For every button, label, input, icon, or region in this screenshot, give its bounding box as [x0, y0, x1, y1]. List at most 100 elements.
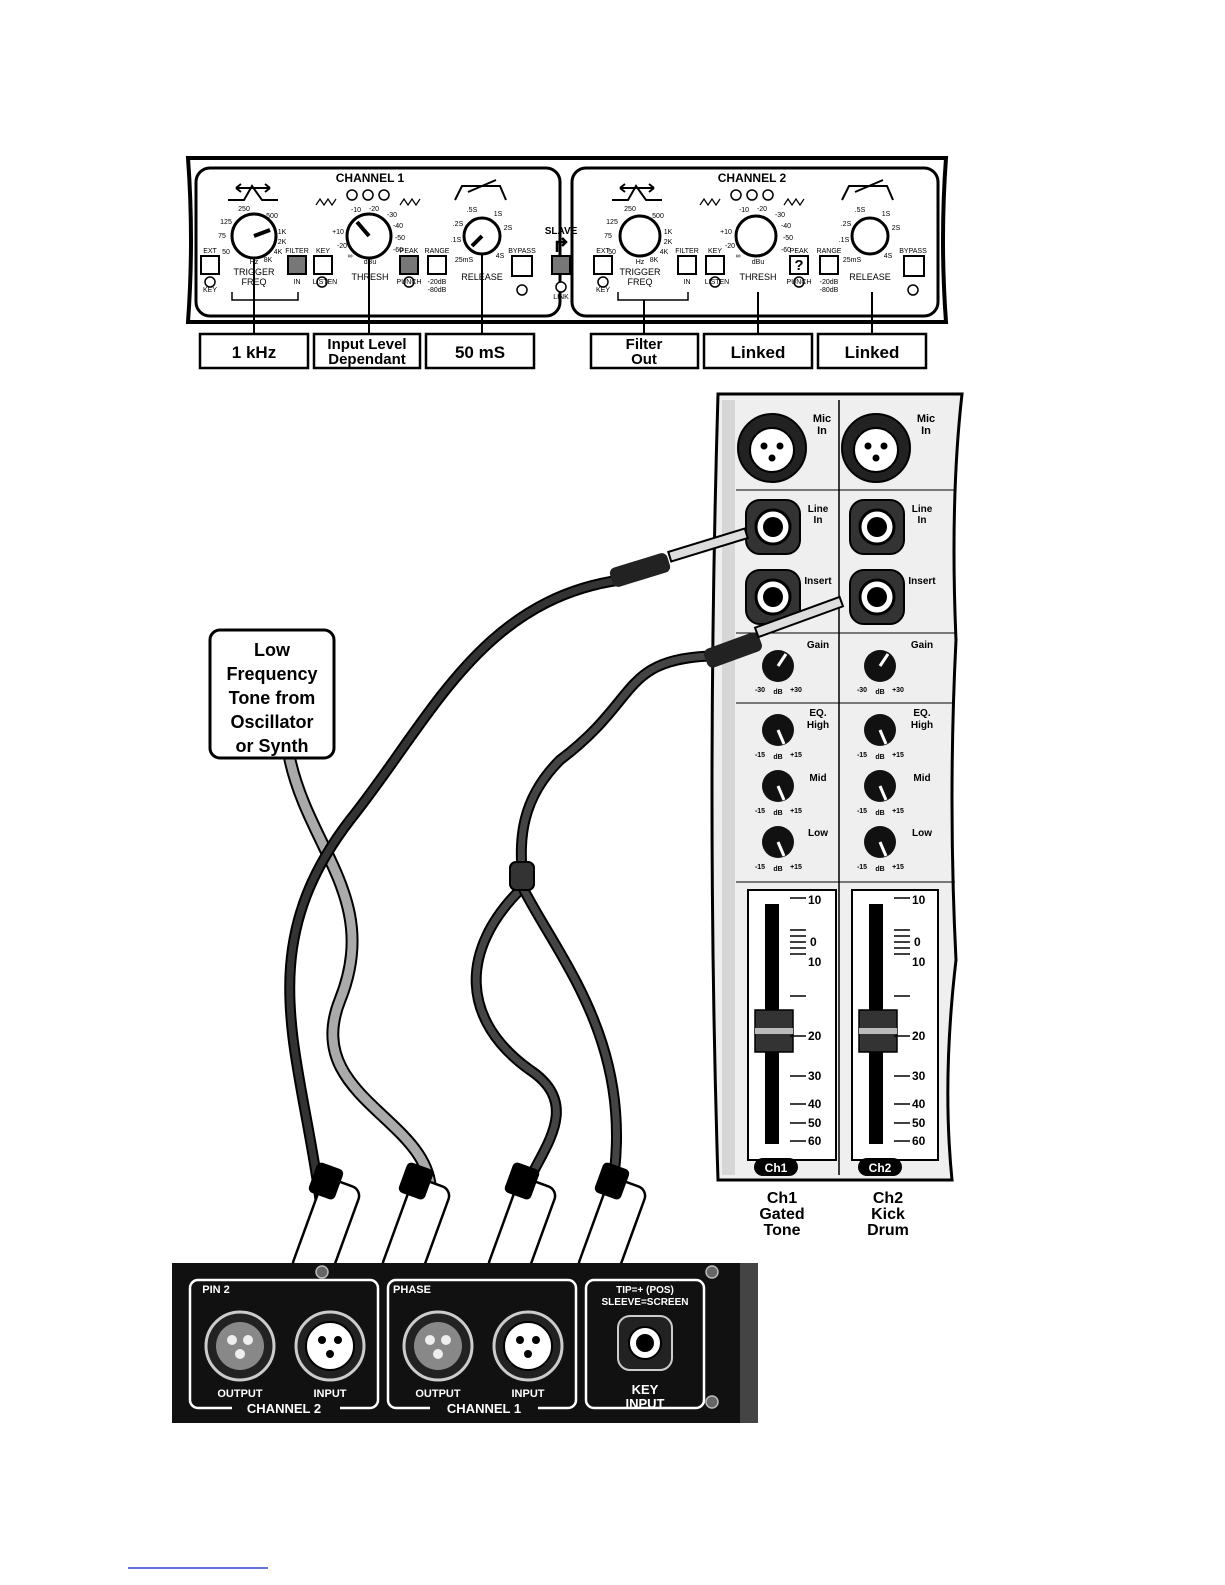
ch2-range-val: -80dB [820, 287, 839, 294]
envelope-icon [454, 179, 894, 201]
ch1-key-listen-button[interactable] [313, 255, 333, 275]
ch2-trigger-freq-knob[interactable] [618, 214, 662, 258]
ch2-output-xlr-jack[interactable] [204, 1310, 276, 1382]
ch2-freq-scale: 125 [606, 219, 618, 226]
ch2-mid-label: Mid [913, 773, 930, 784]
ch1-fader-scale: 10 [808, 893, 822, 907]
ch2-fader-cap[interactable] [858, 1009, 898, 1053]
ch2-release-scale: .2S [841, 221, 852, 228]
ch2-gain-knob[interactable] [864, 650, 896, 682]
ch2-thresh-scale: -10 [739, 207, 749, 214]
ch2-gain-label: Gain [911, 640, 933, 651]
ch1-insert-jack[interactable] [745, 569, 801, 625]
ch2-output-label: OUTPUT [217, 1388, 263, 1400]
ch2-filter-in-button[interactable] [677, 255, 697, 275]
channel-notes: Ch1 Gated Tone Ch2 Kick Drum [759, 1190, 909, 1239]
ch2-freq-scale: 500 [652, 213, 664, 220]
ch2-ext-key-button[interactable] [593, 255, 613, 275]
ch1-freq-scale: 4K [274, 249, 283, 256]
key-input-label: KEY [632, 1382, 659, 1397]
ch2-fader-scale: 10 [912, 955, 926, 969]
ch2-fader-scale: 10 [912, 893, 926, 907]
ch1-eq-scale: +15 [790, 864, 802, 871]
key-input-jack[interactable] [617, 1315, 673, 1371]
ch2-line-in-jack[interactable] [849, 499, 905, 555]
ch1-fader-cap[interactable] [754, 1009, 794, 1053]
ch2-thresh-scale: -30 [775, 212, 785, 219]
ch1-input-xlr-jack[interactable] [492, 1310, 564, 1382]
source-note-line: Tone from [229, 688, 316, 708]
ch1-low-label: Low [808, 828, 828, 839]
callout-ch2-release: Linked [845, 343, 900, 362]
ch2-note: Drum [867, 1222, 909, 1239]
ch1-trigger-freq-knob[interactable] [230, 212, 278, 260]
ch2-eq-scale: +15 [892, 864, 904, 871]
ch1-release-scale: 4S [496, 253, 505, 260]
ch1-bypass-label: BYPASS [508, 248, 536, 255]
ch2-eq-mid-knob[interactable] [864, 770, 896, 802]
ch2-range-button[interactable] [819, 255, 839, 275]
ch2-keyl-label: KEY [708, 248, 722, 255]
ch1-eq-high-knob[interactable] [762, 714, 794, 746]
ch1-release-knob[interactable] [462, 216, 502, 256]
source-note-line: Oscillator [230, 712, 313, 732]
ch1-thresh-scale: -60 [393, 247, 403, 254]
ch1-output-label: OUTPUT [415, 1388, 461, 1400]
ch1-eq-scale: -15 [755, 808, 765, 815]
ch1-thresh-scale: ∞ [348, 253, 353, 260]
ch1-fader-scale: 20 [808, 1029, 822, 1043]
ch2-input-xlr-jack[interactable] [294, 1310, 366, 1382]
callout-ch2-filter: Filter [626, 336, 663, 353]
filter-curve-icon [228, 183, 662, 201]
button-leds [204, 276, 919, 296]
ch1-peak-punch-button[interactable] [399, 255, 419, 275]
channel1-rear-label: CHANNEL 1 [447, 1401, 521, 1416]
ch1-fader-scale: 50 [808, 1116, 822, 1130]
ch2-release-knob[interactable] [850, 216, 890, 256]
ch2-thresh-scale: -20 [725, 243, 735, 250]
callout-ch1-release: 50 mS [455, 343, 505, 362]
ch2-mic-in-jack[interactable] [841, 413, 911, 483]
ch1-thresh-scale: -20 [369, 206, 379, 213]
ch1-ext-key-button[interactable] [200, 255, 220, 275]
ch2-thresh-scale: ∞ [736, 253, 741, 260]
ch1-bypass-button[interactable] [511, 255, 533, 277]
ch2-key-listen-button[interactable] [705, 255, 725, 275]
ch2-high-label: High [911, 720, 933, 731]
ch2-bypass-button[interactable] [903, 255, 925, 277]
ch2-eq-high-knob[interactable] [864, 714, 896, 746]
slave-link-button[interactable] [551, 255, 571, 275]
ch1-mic-in-label: In [817, 425, 827, 437]
ch2-input-label: INPUT [314, 1388, 347, 1400]
ch1-thresh-scale: +10 [332, 229, 344, 236]
ch1-eq-mid-knob[interactable] [762, 770, 794, 802]
ch2-peak-label: PEAK [790, 248, 809, 255]
ch1-output-xlr-jack[interactable] [402, 1310, 474, 1382]
ch2-peak-punch-button[interactable] [789, 255, 809, 275]
ch2-insert-jack[interactable] [849, 569, 905, 625]
ch2-thresh-label: THRESH [739, 272, 776, 282]
ch2-eq-low-knob[interactable] [864, 826, 896, 858]
ch2-trigger-label: TRIGGER [619, 267, 661, 277]
ch1-thresh-knob[interactable] [345, 212, 393, 260]
ch2-thresh-knob[interactable] [734, 214, 778, 258]
ch2-eq-scale: dB [875, 754, 884, 761]
ch1-range-button[interactable] [427, 255, 447, 275]
mixer: Mic In Mic In Line In Line In [710, 392, 964, 1182]
ch2-release-scale: 2S [892, 225, 901, 232]
ch1-thresh-scale: -50 [395, 235, 405, 242]
ch1-filter-in-button[interactable] [287, 255, 307, 275]
ch1-filter-label: FILTER [285, 248, 309, 255]
ch2-fader-scale: 50 [912, 1116, 926, 1130]
ch2-eq-scale: -15 [857, 808, 867, 815]
ch1-mic-in-jack[interactable] [737, 413, 807, 483]
pin2-label: PIN 2 [202, 1284, 230, 1296]
ch1-line-in-jack[interactable] [745, 499, 801, 555]
ch1-range-val: -20dB [428, 279, 447, 286]
ch1-gain-scale: dB [773, 689, 782, 696]
ch1-eq-low-knob[interactable] [762, 826, 794, 858]
ch1-peak-label: PEAK [400, 248, 419, 255]
ch1-gain-knob[interactable] [762, 650, 794, 682]
ch1-ext-label: EXT [203, 248, 217, 255]
ch2-filter-label: FILTER [675, 248, 699, 255]
